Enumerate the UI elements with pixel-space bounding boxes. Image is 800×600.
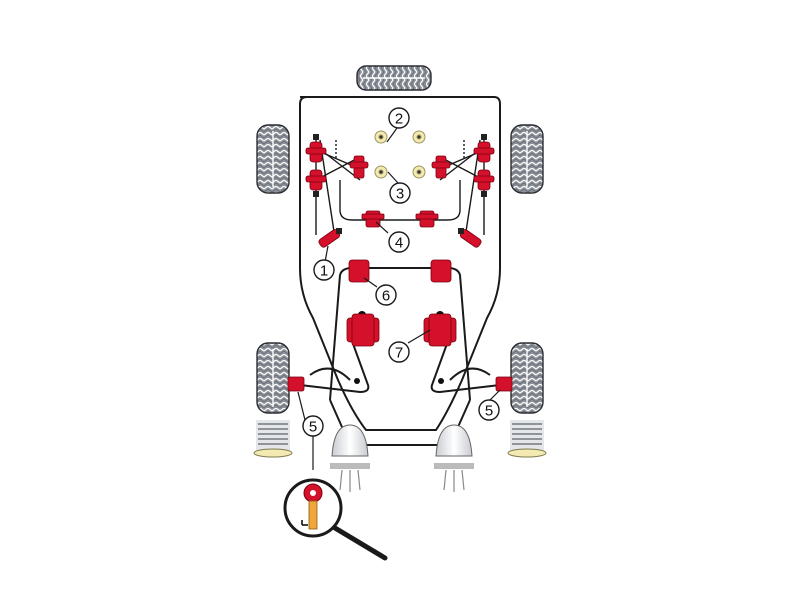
subframe-bushes bbox=[348, 259, 452, 283]
rear-subframe bbox=[299, 267, 501, 446]
rear-right-coil-spring-icon bbox=[507, 420, 547, 458]
front-right-bush-group bbox=[431, 134, 495, 197]
magnifier-icon bbox=[283, 478, 388, 561]
svg-text:2: 2 bbox=[395, 111, 403, 128]
svg-text:5: 5 bbox=[309, 419, 317, 436]
svg-text:4: 4 bbox=[395, 235, 403, 252]
callout-7: 7 bbox=[388, 341, 410, 363]
callout-4: 4 bbox=[388, 231, 410, 253]
diff-mount-bushes bbox=[346, 311, 457, 384]
svg-text:5: 5 bbox=[485, 403, 493, 420]
rear-left-coil-spring-icon bbox=[253, 420, 293, 458]
rear-left-tire-icon bbox=[256, 342, 290, 414]
callout-6: 6 bbox=[375, 284, 397, 306]
callout-5-right: 5 bbox=[478, 399, 500, 421]
spare-tire-icon bbox=[356, 65, 432, 91]
detail-bush-key-icon bbox=[301, 483, 323, 530]
rear-trailing-arm-bushes bbox=[287, 376, 513, 392]
callout-3: 3 bbox=[389, 182, 411, 204]
callout-leader-lines bbox=[297, 127, 501, 470]
front-right-tire-icon bbox=[510, 124, 544, 194]
top-mounts bbox=[374, 130, 426, 179]
callout-2: 2 bbox=[388, 107, 410, 129]
front-left-bush-group bbox=[305, 134, 369, 197]
front-left-tire-icon bbox=[256, 124, 290, 194]
exhaust-tips bbox=[330, 424, 474, 492]
rear-right-tire-icon bbox=[510, 342, 544, 414]
tie-bar-bushes bbox=[318, 228, 482, 248]
callout-1: 1 bbox=[313, 259, 335, 281]
svg-text:7: 7 bbox=[395, 345, 403, 362]
anti-roll-bar-bushes bbox=[361, 210, 439, 228]
svg-text:1: 1 bbox=[320, 263, 328, 280]
svg-text:3: 3 bbox=[396, 186, 404, 203]
callout-5-left: 5 bbox=[302, 415, 324, 437]
body-outline bbox=[299, 96, 501, 431]
svg-text:6: 6 bbox=[382, 288, 390, 305]
